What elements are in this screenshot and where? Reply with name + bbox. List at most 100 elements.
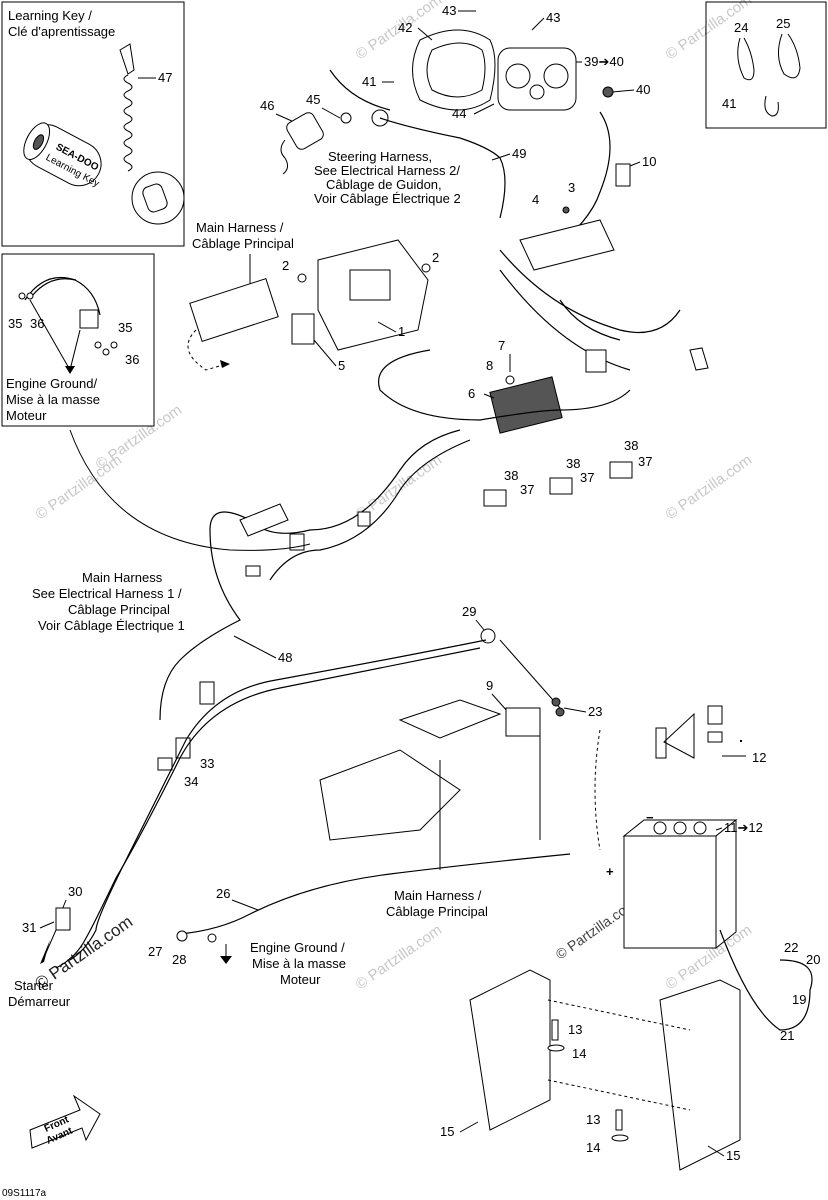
part-callout: 5 bbox=[338, 358, 345, 373]
battery-tray-group: 13 14 13 14 15 15 bbox=[440, 969, 741, 1171]
bracket-icon bbox=[317, 239, 429, 351]
label-line: See Electrical Harness 1 / bbox=[32, 586, 182, 601]
reference-code: 09S1117a bbox=[2, 1188, 47, 1199]
part-callout: 19 bbox=[792, 992, 806, 1007]
part-callout: 37 bbox=[580, 470, 594, 485]
part-callout: 38 bbox=[566, 456, 580, 471]
label-line: Câblage Principal bbox=[386, 904, 488, 919]
part-callout: 36 bbox=[125, 352, 139, 367]
part-callout: 3 bbox=[568, 180, 575, 195]
control-module-group: 10 3 4 7 8 6 bbox=[468, 154, 709, 434]
label-line: Câblage Principal bbox=[192, 236, 294, 251]
module-icon bbox=[519, 219, 615, 271]
label-line: Engine Ground / bbox=[250, 940, 345, 955]
learning-key-inset: Learning Key / Clé d'aprentissage 47 SEA… bbox=[1, 1, 185, 247]
tray-left-icon bbox=[469, 969, 551, 1131]
label-line: Câblage Principal bbox=[68, 602, 170, 617]
label-line: See Electrical Harness 2/ bbox=[314, 163, 460, 178]
learning-key-title-fr: Clé d'aprentissage bbox=[8, 24, 115, 39]
part-callout: 38 bbox=[624, 438, 638, 453]
part-callout: 7 bbox=[498, 338, 505, 353]
label-line: Voir Câblage Électrique 2 bbox=[314, 191, 461, 206]
part-callout: 49 bbox=[512, 146, 526, 161]
main-harness-label-bottom: Main Harness / Câblage Principal bbox=[386, 888, 488, 919]
label-line: Moteur bbox=[280, 972, 321, 987]
part-callout: 40 bbox=[636, 82, 650, 97]
battery-icon bbox=[623, 835, 717, 949]
part-callout: 29 bbox=[462, 604, 476, 619]
part-callout: 31 bbox=[22, 920, 36, 935]
part-callout: 33 bbox=[200, 756, 214, 771]
part-callout: 35 bbox=[118, 320, 132, 335]
part-callout: 30 bbox=[68, 884, 82, 899]
cable-tie-icon bbox=[778, 33, 801, 79]
watermark: © Partzilla.com bbox=[663, 451, 756, 523]
cable-tie-icon bbox=[737, 37, 755, 81]
label-line: Starter bbox=[14, 978, 54, 993]
part-callout: 25 bbox=[776, 16, 790, 31]
part-callout: 2 bbox=[282, 258, 289, 273]
part-callout: 8 bbox=[486, 358, 493, 373]
part-callout: 14 bbox=[572, 1046, 586, 1061]
part-callout: 34 bbox=[184, 774, 198, 789]
fuse-box-assembly: 2 2 1 5 bbox=[187, 239, 439, 373]
part-callout: 41 bbox=[722, 96, 736, 111]
detail-circle bbox=[131, 171, 185, 225]
watermark: © Partzilla.com bbox=[93, 401, 186, 473]
main-harness-label-left: Main Harness See Electrical Harness 1 / … bbox=[32, 570, 185, 633]
part-callout: 13 bbox=[568, 1022, 582, 1037]
part-callout: 41 bbox=[362, 74, 376, 89]
part-callout: 14 bbox=[586, 1140, 600, 1155]
part-callout: 21 bbox=[780, 1028, 794, 1043]
part-callout: 44 bbox=[452, 106, 466, 121]
main-harness-1: 48 33 34 bbox=[69, 349, 631, 789]
learning-key-title: Learning Key / bbox=[8, 8, 92, 23]
instrument-cluster-group: 43 43 42 39➔40 40 41 44 45 46 49 bbox=[260, 3, 650, 253]
part-callout: 23 bbox=[588, 704, 602, 719]
engine-ground-cable-group: 26 27 28 bbox=[148, 853, 571, 967]
battery-plus-icon: + bbox=[606, 864, 614, 879]
part-callout: 15 bbox=[726, 1148, 740, 1163]
part-callout: 13 bbox=[586, 1112, 600, 1127]
relay-icon bbox=[291, 313, 315, 345]
label-line: Main Harness / bbox=[394, 888, 482, 903]
engine-ground-label: Moteur bbox=[6, 408, 47, 423]
part-callout: 4 bbox=[532, 192, 539, 207]
part-callout: 15 bbox=[440, 1124, 454, 1139]
front-arrow-icon bbox=[29, 1094, 101, 1149]
battery-group: − + 12 11➔12 22 20 19 21 bbox=[606, 705, 820, 1043]
learning-key-icon: SEA-DOO Learning Key bbox=[23, 122, 102, 190]
clamps-inset: 24 25 41 bbox=[705, 1, 827, 129]
part-callout: 43 bbox=[442, 3, 456, 18]
part-callout: 45 bbox=[306, 92, 320, 107]
front-arrow: Front Avant bbox=[29, 1094, 101, 1149]
starter-label: Starter Démarreur bbox=[8, 978, 71, 1009]
cluster-bezel bbox=[412, 29, 496, 111]
part-callout: 6 bbox=[468, 386, 475, 401]
solenoid-icon bbox=[505, 707, 541, 737]
part-callout: 37 bbox=[520, 482, 534, 497]
part-callout: 39➔40 bbox=[584, 54, 624, 69]
part-callout: 38 bbox=[504, 468, 518, 483]
part-callout: 35 bbox=[8, 316, 22, 331]
part-callout: 42 bbox=[398, 20, 412, 35]
clip-icon bbox=[764, 95, 779, 117]
part-callout: 24 bbox=[734, 20, 748, 35]
coil-lanyard-icon bbox=[123, 74, 133, 172]
part-callout: 48 bbox=[278, 650, 292, 665]
part-callout: 22 bbox=[784, 940, 798, 955]
part-callout: 11➔12 bbox=[724, 820, 763, 835]
label-line: Mise à la masse bbox=[252, 956, 346, 971]
gauge-icon bbox=[497, 47, 577, 111]
connector-block-icon bbox=[189, 277, 279, 343]
part-callout: 1 bbox=[398, 324, 405, 339]
part-callout: 27 bbox=[148, 944, 162, 959]
label-line: Steering Harness, bbox=[328, 149, 432, 164]
watermark: © Partzilla.com bbox=[353, 921, 446, 993]
engine-ground-label: Mise à la masse bbox=[6, 392, 100, 407]
label-line: Voir Câblage Électrique 1 bbox=[38, 618, 185, 633]
part-callout: 20 bbox=[806, 952, 820, 967]
engine-ground-label-bottom: Engine Ground / Mise à la masse Moteur bbox=[250, 940, 346, 987]
steering-harness-label: Steering Harness, See Electrical Harness… bbox=[314, 149, 461, 206]
